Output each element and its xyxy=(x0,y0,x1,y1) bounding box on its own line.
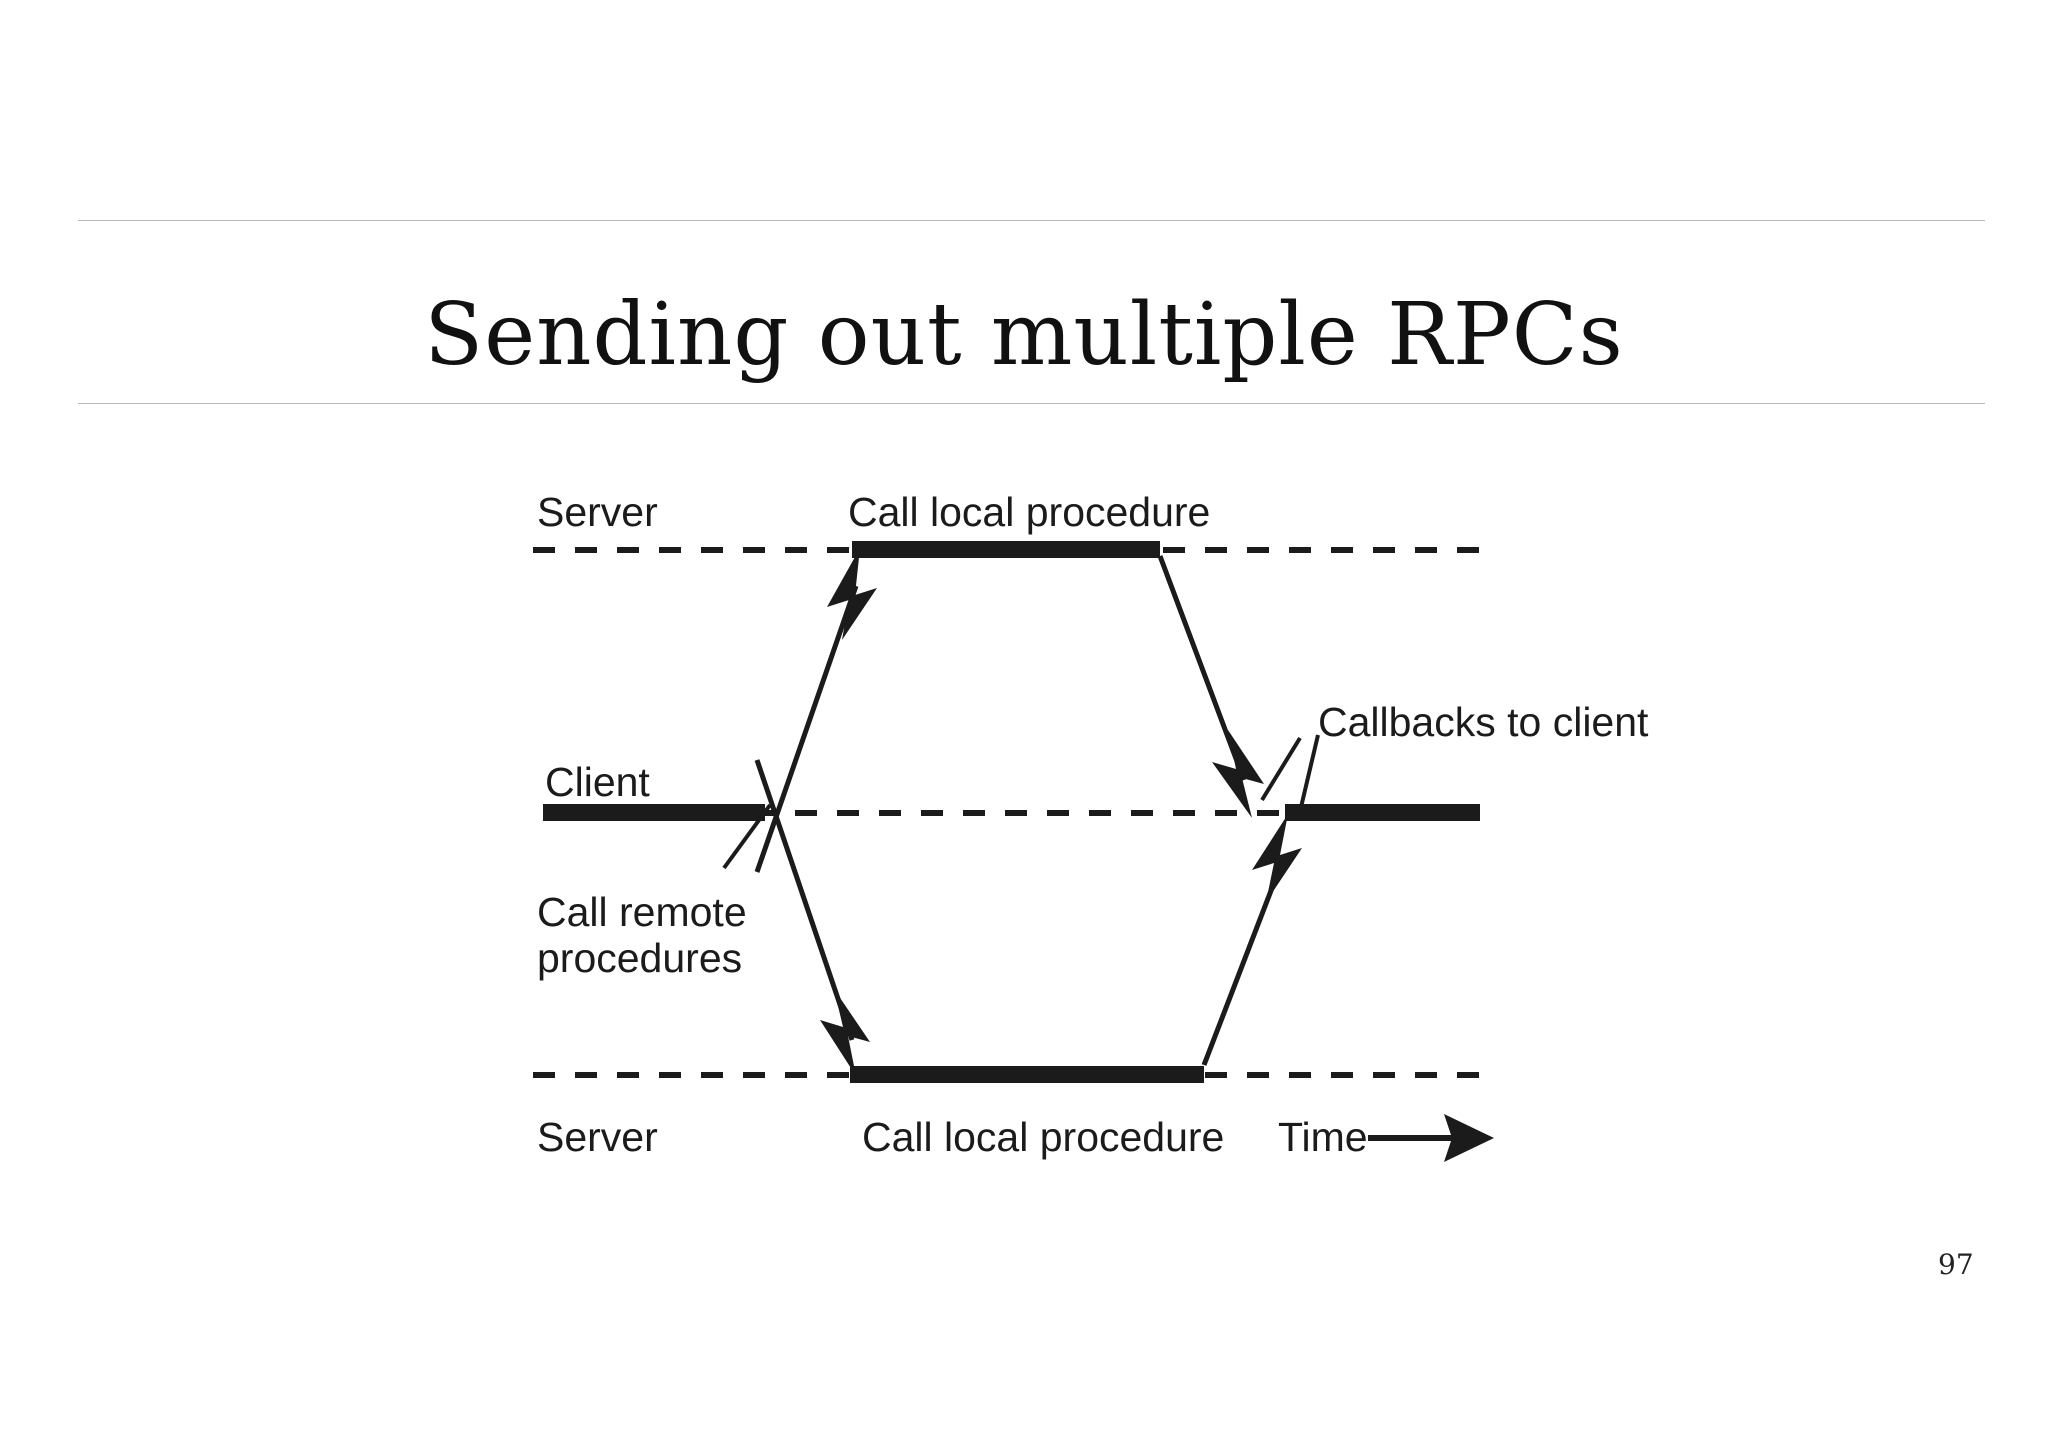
arrow-up-right-icon xyxy=(827,548,877,640)
label-call-remote-line1: Call remote xyxy=(537,889,747,935)
label-call-remote-line2: procedures xyxy=(537,934,743,981)
label-time-axis: Time xyxy=(1278,1114,1368,1160)
client-busy-bar-right xyxy=(1285,804,1480,821)
label-callbacks-to-client: Callbacks to client xyxy=(1318,699,1649,745)
label-call-local-procedure-bottom: Call local procedure xyxy=(862,1114,1225,1160)
label-server-bottom: Server xyxy=(537,1114,658,1160)
label-call-remote-procedures: Call remote procedures xyxy=(537,889,747,982)
request-arrow-up-shaft xyxy=(754,585,859,873)
page-number: 97 xyxy=(1938,1248,1974,1281)
header-divider-bottom xyxy=(78,403,1985,404)
callback-arrow-down-shaft xyxy=(1157,555,1247,781)
arrow-right-icon xyxy=(1444,1114,1494,1162)
server-top-busy-bar xyxy=(852,541,1160,558)
label-server-top: Server xyxy=(537,489,658,535)
call-remote-leader-line xyxy=(722,803,772,870)
callback-leader-line-2 xyxy=(1296,734,1320,821)
client-busy-bar-left xyxy=(543,804,765,821)
callback-arrow-up-icon xyxy=(1252,814,1302,902)
arrow-down-right-icon xyxy=(820,989,870,1076)
label-client: Client xyxy=(545,759,650,805)
callback-arrow-down-icon xyxy=(1212,730,1264,818)
callback-leader-line-1 xyxy=(1260,736,1302,802)
label-call-local-procedure-top: Call local procedure xyxy=(848,489,1211,535)
server-bottom-busy-bar xyxy=(850,1066,1204,1083)
page-title: Sending out multiple RPCs xyxy=(424,284,1624,385)
header-divider-top xyxy=(78,220,1985,221)
